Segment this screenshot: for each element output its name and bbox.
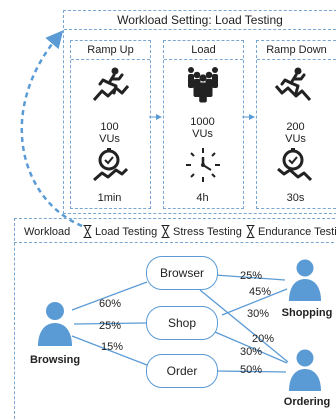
- ramp-down-value: 200: [286, 121, 305, 133]
- pct-browsing-order: 15%: [101, 341, 124, 353]
- pct-order-ordering: 50%: [240, 364, 263, 376]
- pct-shop-ordering-b: 30%: [240, 346, 263, 358]
- dashed-loop-arrow: [20, 30, 83, 228]
- load-unit: VUs: [192, 128, 213, 140]
- edge-shop-shopping: [221, 288, 288, 316]
- edge-shop-ordering: [214, 331, 288, 364]
- load-value: 1000: [190, 116, 215, 128]
- edge-order-ordering: [216, 370, 287, 373]
- edge-browsing-shop: [73, 322, 148, 325]
- ramp-down-unit: VUs: [285, 133, 306, 145]
- stopwatch-down-icon: [277, 148, 312, 182]
- ramp-up-unit: VUs: [99, 133, 120, 145]
- runner-downward-chart-icon: [274, 67, 312, 101]
- runner-upward-chart-icon: [92, 67, 130, 101]
- clock-icon: [186, 148, 220, 182]
- phase-ramp-up-title: Ramp Up: [71, 41, 150, 60]
- pct-shop-shopping: 45%: [249, 286, 272, 298]
- workload-model-panel: [14, 218, 336, 419]
- node-browser[interactable]: Browser: [146, 256, 218, 290]
- persona-ordering: Ordering: [283, 396, 331, 408]
- workload-type-stress[interactable]: Stress Testing: [173, 226, 242, 238]
- hourglass-icon: [161, 225, 170, 238]
- edge-browser-ordering: [199, 289, 289, 363]
- user-icon-shopping: [289, 259, 321, 301]
- edge-browsing-browser: [71, 281, 148, 311]
- persona-shopping: Shopping: [281, 307, 333, 319]
- edge-browsing-order: [71, 335, 148, 366]
- pct-browser-shopping: 25%: [240, 270, 263, 282]
- workload-setting-title: Workload Setting: Load Testing: [64, 11, 336, 30]
- workload-setting-panel: Workload Setting: Load Testing: [63, 10, 336, 214]
- crowd-icon: [188, 67, 218, 103]
- ramp-down-duration: 30s: [286, 192, 305, 204]
- pct-browsing-browser: 60%: [99, 298, 122, 310]
- edge-browser-shopping: [214, 274, 286, 281]
- user-icon-ordering: [289, 349, 321, 391]
- persona-browsing: Browsing: [29, 354, 81, 366]
- hourglass-icon: [246, 225, 255, 238]
- workload-type-load[interactable]: Load Testing: [95, 226, 158, 238]
- workload-label: Workload: [24, 226, 71, 238]
- workload-type-endurance[interactable]: Endurance Testing: [258, 226, 336, 238]
- pct-browser-ordering: 30%: [247, 308, 270, 320]
- user-icon-browsing: [38, 302, 72, 346]
- phase-ramp-down-title: Ramp Down: [257, 41, 336, 60]
- node-shop[interactable]: Shop: [146, 306, 218, 340]
- hourglass-icon: [83, 225, 92, 238]
- pct-shop-ordering: 20%: [252, 333, 275, 345]
- pct-browsing-shop: 25%: [99, 320, 122, 332]
- stopwatch-icon: [93, 148, 128, 182]
- workload-model-header: [14, 218, 336, 243]
- ramp-up-value: 100: [100, 121, 119, 133]
- load-duration: 4h: [196, 192, 209, 204]
- node-order[interactable]: Order: [146, 354, 218, 388]
- ramp-up-duration: 1min: [97, 192, 122, 204]
- phase-load-title: Load: [164, 41, 243, 60]
- phase-ramp-up: Ramp Up: [70, 40, 151, 209]
